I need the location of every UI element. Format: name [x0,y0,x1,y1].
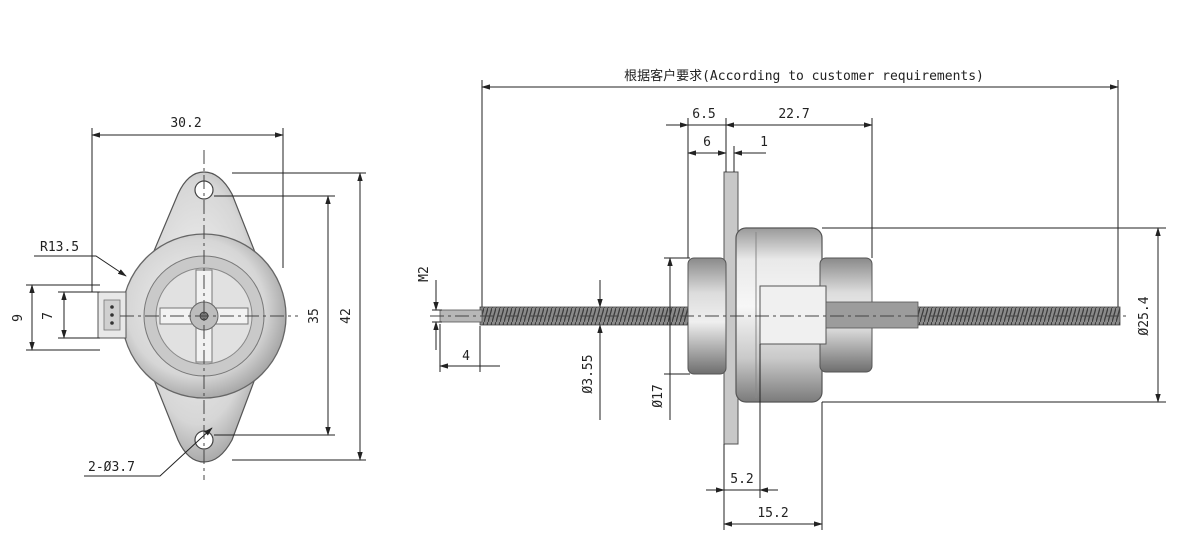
dim-15-2: 15.2 [757,506,788,521]
dim-6: 6 [703,135,711,150]
dim-35: 35 [307,308,322,324]
dim-9: 9 [11,314,26,322]
dim-screw-dia: Ø3.55 [581,354,596,393]
length-note: 根据客户要求(According to customer requirement… [624,68,984,84]
guide-sleeve [825,301,919,329]
dim-1: 1 [760,135,768,150]
dim-7: 7 [41,312,56,320]
dim-mount-holes: 2-Ø3.7 [88,460,135,475]
dim-boss-dia: Ø17 [651,384,666,407]
dim-tip-4: 4 [462,349,470,364]
dim-radius: R13.5 [40,240,79,255]
side-connector [759,285,827,345]
overall-length-dimension: 根据客户要求(According to customer requirement… [481,68,1119,318]
side-view: M2 4 Ø3.55 Ø17 Ø25.4 6.5 22.7 [417,107,1166,530]
dim-5-2: 5.2 [730,472,753,487]
dim-body-dia: Ø25.4 [1137,296,1152,335]
dim-22-7: 22.7 [778,107,809,122]
dim-6-5: 6.5 [692,107,715,122]
dim-42: 42 [339,308,354,324]
front-view: 30.2 R13.5 9 7 35 42 2-Ø3.7 [11,116,366,480]
dim-thread-m2: M2 [417,266,432,282]
dim-width-30-2: 30.2 [170,116,201,131]
